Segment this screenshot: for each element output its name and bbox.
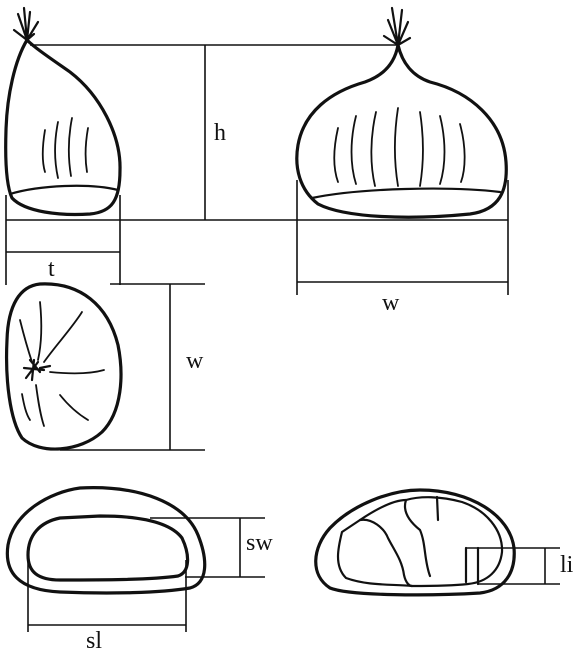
kernel-fold [403, 498, 432, 578]
seed-section-right: li [314, 488, 574, 597]
side-width-label: w [186, 348, 204, 374]
kernel-fold [358, 518, 414, 588]
side-width-dimension: w [60, 283, 205, 451]
nut-side-stripe [67, 117, 73, 177]
thickness-dimension: t [5, 195, 121, 285]
height-dimension: h [6, 44, 508, 221]
star-icon [22, 358, 52, 382]
nut-front-view [295, 6, 508, 219]
nut-front-stripe [419, 111, 424, 187]
nut-side-stripe [54, 121, 59, 179]
intrusion-label: li [560, 552, 574, 578]
nut-bottom-groove [59, 394, 89, 421]
nut-bottom-groove [35, 384, 45, 427]
pellicle-outline-right [314, 488, 516, 597]
nut-front-stripe [439, 115, 446, 185]
nut-front-stripe [333, 127, 339, 183]
nut-front-scar-line [310, 187, 502, 200]
nut-side-outline [4, 38, 122, 217]
kernel-fold [435, 495, 440, 522]
star-tuft-icon [12, 6, 40, 42]
nut-bottom-groove [19, 319, 33, 363]
nut-front-stripe [350, 115, 357, 185]
kernel-outline [26, 514, 190, 582]
nut-side-stripe [84, 127, 89, 173]
front-width-dimension: w [296, 180, 509, 316]
nut-bottom-groove [43, 311, 83, 363]
nut-front-stripe [459, 123, 466, 183]
nut-side-stripe [41, 129, 46, 173]
star-tuft-icon [382, 6, 412, 47]
nut-front-stripe [394, 107, 399, 187]
seed-section-left: sw sl [5, 486, 273, 654]
front-width-label: w [382, 290, 400, 316]
thickness-label: t [48, 256, 55, 282]
height-label: h [214, 120, 226, 146]
nut-bottom-outline [5, 282, 123, 451]
nut-bottom-groove [49, 369, 105, 375]
nut-bottom-groove [21, 393, 31, 421]
nut-front-outline [295, 43, 508, 219]
nut-bottom-groove [37, 301, 43, 361]
nut-side-view [4, 6, 122, 217]
nut-bottom-view [5, 282, 123, 451]
nut-side-scar-line [8, 184, 120, 196]
seed-length-label: sl [86, 628, 102, 654]
nut-front-stripe [370, 111, 377, 187]
seed-width-label: sw [246, 530, 273, 556]
